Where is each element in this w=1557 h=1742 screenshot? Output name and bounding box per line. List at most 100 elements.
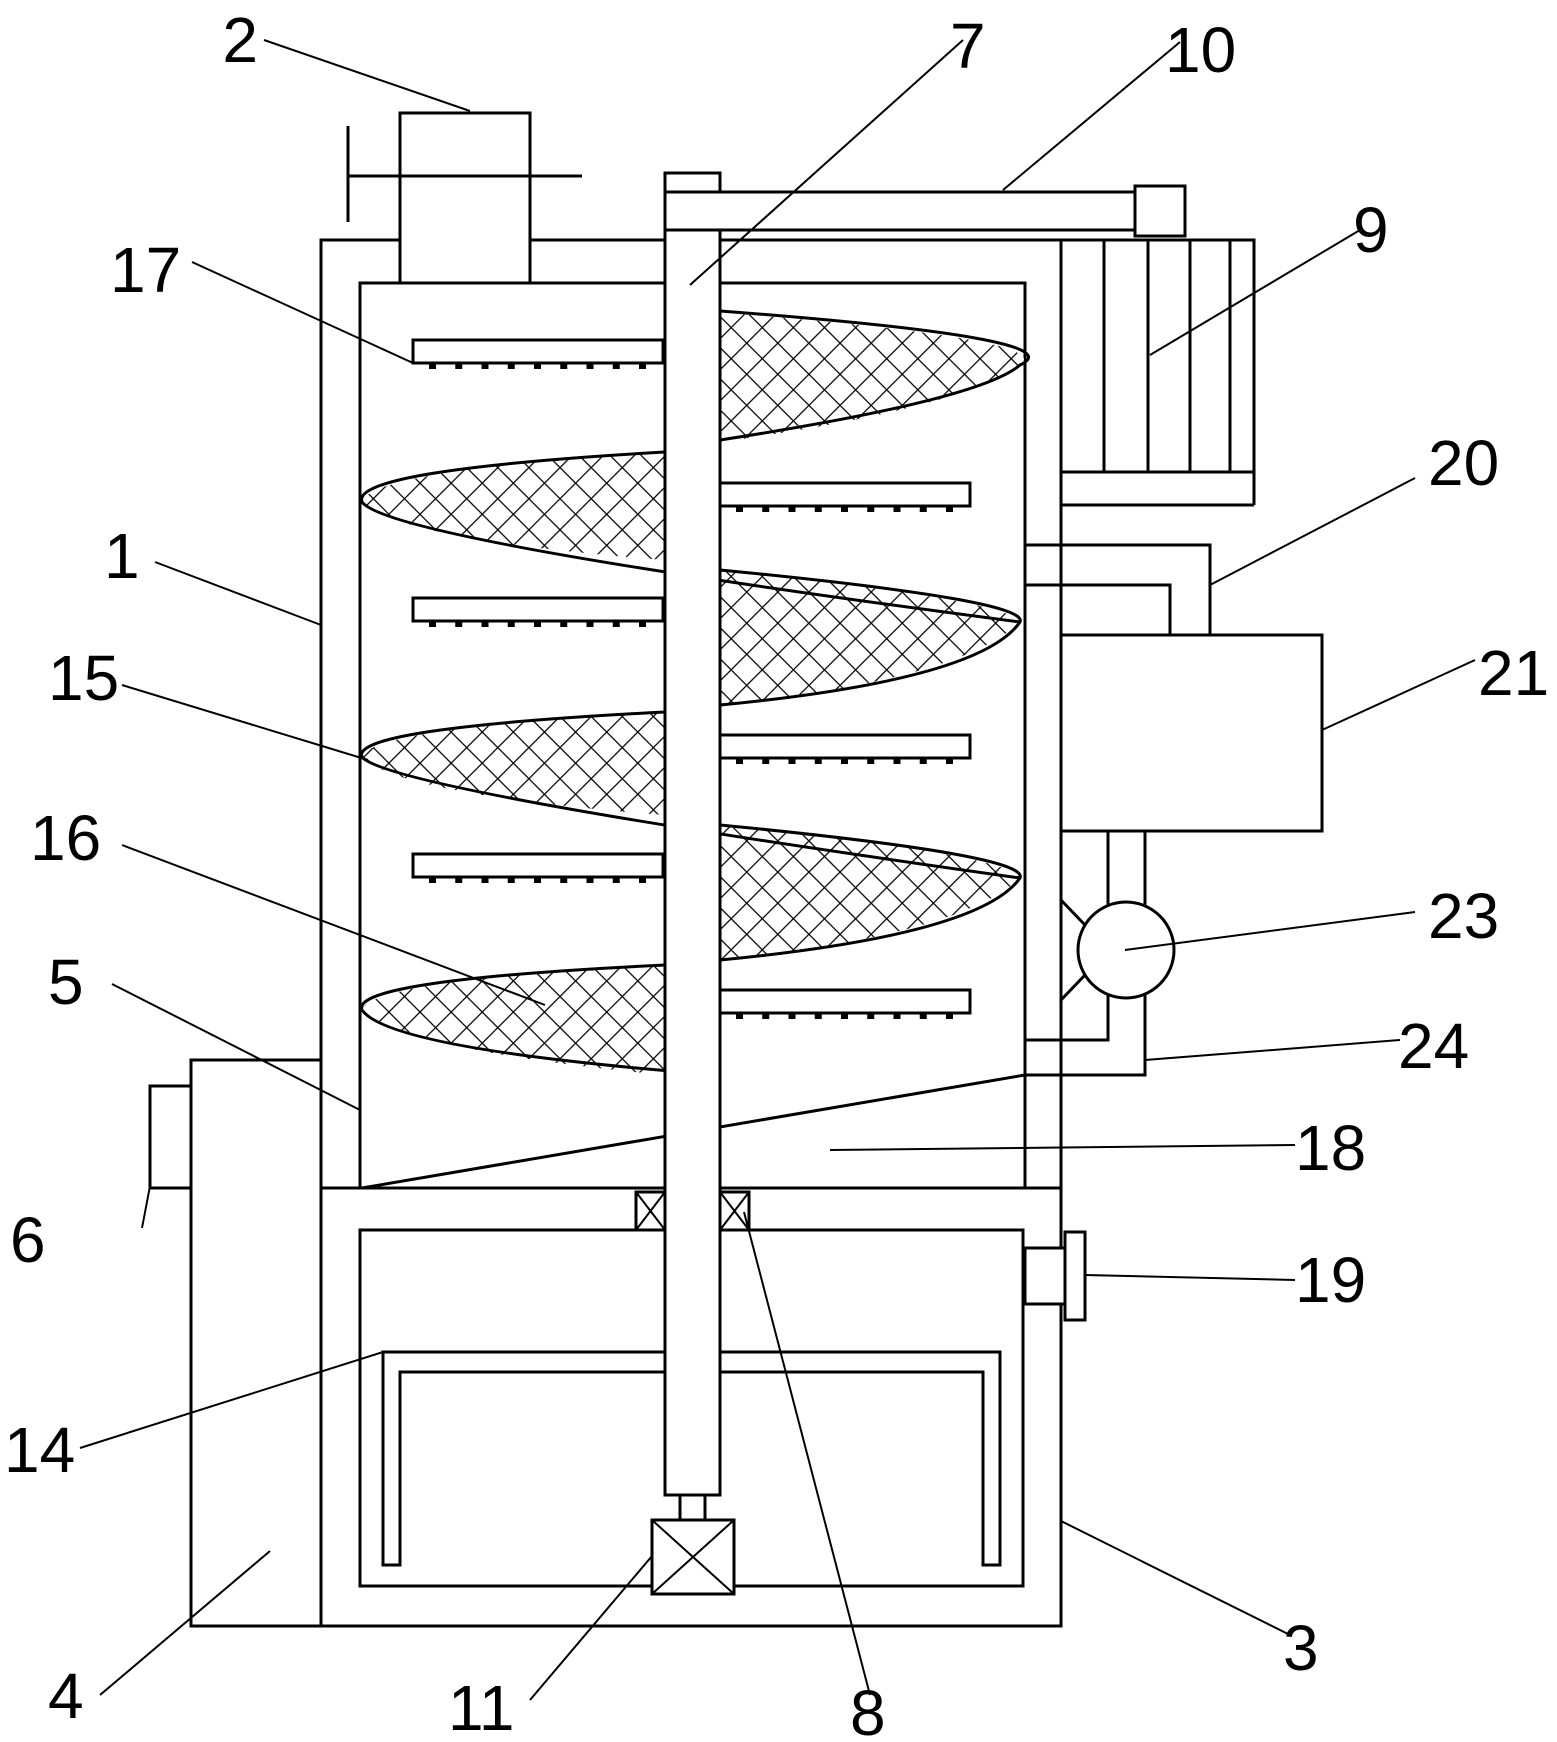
nozzle [507,363,515,369]
nozzle [736,1013,743,1019]
leader-lines [79,39,1476,1701]
nozzle [639,363,646,369]
label-2: 2 [222,4,258,76]
nozzle [788,758,796,764]
label-6: 6 [10,1204,46,1276]
nozzle [455,621,463,627]
belt-transmission [663,184,1187,238]
base-housing-left [189,1058,323,1628]
circulation-pipe-upper [1025,543,1212,635]
nozzle [612,363,620,369]
nozzle [429,363,436,369]
nozzle [586,877,594,883]
feed-hopper [398,111,532,285]
label-11: 11 [448,1672,514,1742]
spray-pipe [718,733,972,760]
nozzle [534,877,541,883]
stirring-frame [381,1350,1002,1567]
nozzle [814,1013,822,1019]
nozzle [946,1013,953,1019]
label-19: 19 [1295,1244,1366,1316]
helix-blade-left [362,712,665,815]
nozzle [481,621,489,627]
nozzle [736,758,743,764]
bearing [634,1190,751,1232]
nozzle [560,621,568,627]
rotating-shaft [663,203,722,1497]
label-3: 3 [1283,1612,1319,1684]
helix-blade-right [720,570,1020,705]
nozzle [814,758,822,764]
part-labels: 2 7 10 9 20 21 23 24 18 19 3 8 11 4 14 6… [4,4,1549,1742]
label-20: 20 [1428,427,1499,499]
nozzle [481,363,489,369]
nozzle [507,877,515,883]
label-23: 23 [1428,880,1499,952]
nozzle [560,363,568,369]
nozzle [507,621,515,627]
nozzle [919,506,927,512]
nozzle [841,758,848,764]
nozzle [586,621,594,627]
nozzle [429,621,436,627]
nozzle [893,506,901,512]
helix-outline [360,309,1031,1077]
label-14: 14 [4,1414,75,1486]
nozzle [762,758,770,764]
label-4: 4 [48,1660,84,1732]
helix-blade-right [700,311,1024,445]
label-8: 8 [850,1677,886,1742]
nozzle [919,758,927,764]
nozzle [841,1013,848,1019]
nozzle [867,506,875,512]
label-9: 9 [1353,194,1389,266]
label-10: 10 [1165,14,1236,86]
nozzle [946,506,953,512]
nozzle [893,1013,901,1019]
bottom-motor [650,1518,736,1596]
nozzle [762,506,770,512]
nozzle [481,877,489,883]
nozzle [612,621,620,627]
helix-blade-left [362,452,665,560]
label-7: 7 [950,10,986,82]
nozzle [639,621,646,627]
nozzle [893,758,901,764]
nozzle [841,506,848,512]
right-outlet-flange [1063,1230,1087,1322]
nozzle [586,363,594,369]
nozzle [612,877,620,883]
nozzle [560,877,568,883]
nozzle [762,1013,770,1019]
spray-pipe [411,596,665,623]
label-21: 21 [1478,637,1549,709]
nozzle [736,506,743,512]
label-16: 16 [30,802,101,874]
label-5: 5 [48,946,84,1018]
pump-bracket [1059,898,1087,927]
helix-blade-right [720,825,1020,960]
spray-pipe [718,481,972,508]
circulation-pipe-lower [1025,831,1147,1077]
label-15: 15 [48,642,119,714]
spray-pipes [411,338,972,1015]
pump-bracket [1059,973,1087,1002]
filter-box [1059,633,1324,833]
nozzle [814,506,822,512]
nozzle [639,877,646,883]
nozzle [534,621,541,627]
left-outlet [148,1084,193,1190]
spray-nozzles [429,363,953,1019]
nozzle [867,758,875,764]
nozzle [455,877,463,883]
spray-pipe [718,988,972,1015]
nozzle [946,758,953,764]
top-motor [1059,238,1256,507]
right-outlet-pipe [1023,1246,1067,1306]
nozzle [788,506,796,512]
label-18: 18 [1295,1112,1366,1184]
nozzle [788,1013,796,1019]
nozzle [534,363,541,369]
shaft-coupling [678,1493,707,1522]
